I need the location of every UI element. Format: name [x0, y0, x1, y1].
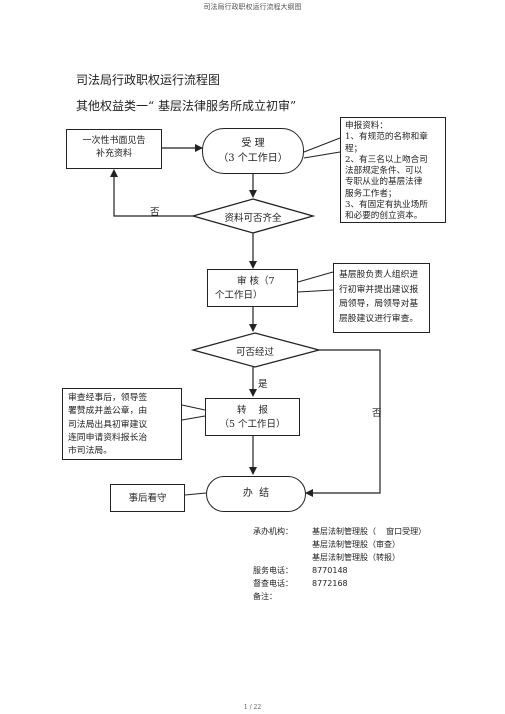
forward-days: （5 个工作日）	[219, 419, 286, 430]
review-days: 个工作日）	[215, 290, 263, 301]
page-title: 司法局行政职权运行流程图	[76, 73, 221, 87]
remark-label: 备注：	[253, 592, 277, 601]
materials-line: 1、有规范的名称和章	[345, 132, 428, 143]
review-note: 基层股负责人组织进 行初审并提出建议报 局领导，局领导对基 层股建议进行审查。	[333, 263, 430, 333]
report-note: 审查经事后，领导签 署赞成并盖公章，由 司法局出具初审建议 连同申请资料报长治 …	[62, 388, 182, 460]
report-note-line: 市司法局。	[68, 446, 112, 457]
no-label-complete: 否	[150, 207, 160, 218]
no-label-pass: 否	[372, 408, 382, 419]
review-note-line: 基层股负责人组织进	[339, 270, 419, 280]
dept-line-1: 基层法制管理股（ 窗口受理）	[312, 527, 427, 536]
dept-label: 承办机构：	[253, 527, 293, 536]
forward-label: 转 报	[236, 405, 269, 416]
supplement-line-2: 补充资料	[95, 149, 132, 159]
report-note-line: 司法局出具初审建议	[68, 419, 148, 430]
materials-line: 程；	[345, 143, 363, 154]
followup-label: 事后看守	[128, 493, 167, 504]
finish-node: 办 结	[206, 476, 306, 512]
report-note-line: 审查经事后，领导签	[68, 393, 148, 403]
dept-line-3: 基层法制管理股（转报）	[312, 553, 400, 562]
review-label: 审 核（7	[237, 276, 275, 287]
dept-line-2: 基层法制管理股（审查）	[312, 540, 400, 549]
materials-line: 法部规定条件、可以	[345, 166, 423, 177]
materials-line: 申报资料：	[345, 121, 388, 131]
review-note-line: 层股建议进行审查。	[339, 313, 419, 324]
accept-node: 受 理 （3 个工作日）	[202, 128, 304, 174]
finish-label: 办 结	[242, 488, 270, 499]
page-subtitle: 其他权益类一“ 基层法律服务所成立初审”	[76, 99, 297, 113]
materials-line: 服务工作者；	[345, 188, 397, 199]
page-number: 1 / 22	[243, 704, 262, 711]
info-block: 承办机构： 基层法制管理股（ 窗口受理） 基层法制管理股（审查） 基层法制管理股…	[253, 525, 426, 603]
decision-pass-label: 可否经过	[235, 347, 274, 358]
decision-complete-label: 资料可否齐全	[224, 213, 282, 224]
supervise-phone: 8772168	[312, 579, 348, 588]
report-note-line: 署赞成并盖公章，由	[68, 406, 148, 417]
page-header: 司法局行政职权运行流程大纲图	[203, 3, 302, 11]
forward-node: 转 报 （5 个工作日）	[205, 398, 300, 436]
materials-line: 专职从业的基层法律	[345, 177, 423, 188]
review-note-line: 行初审并提出建议报	[339, 284, 419, 295]
supervise-phone-label: 督查电话：	[253, 579, 293, 588]
required-materials-note: 申报资料： 1、有规范的名称和章 程； 2、有三名以上吻合司 法部规定条件、可以…	[340, 117, 446, 223]
yes-label: 是	[258, 379, 268, 390]
decision-diamond-complete	[190, 198, 316, 234]
review-note-line: 局领导，局领导对基	[339, 299, 419, 309]
accept-label: 受 理	[241, 138, 265, 149]
review-node: 审 核（7 个工作日）	[207, 269, 298, 307]
service-phone: 8770148	[312, 566, 348, 575]
supplement-box: 一次性书面见告 补充资料	[66, 129, 162, 169]
accept-days: （3 个工作日）	[218, 153, 288, 164]
followup-box: 事后看守	[110, 484, 185, 512]
materials-line: 3、有固定有执业场所	[345, 200, 428, 211]
supplement-line-1: 一次性书面见告	[82, 136, 146, 146]
materials-line: 2、有三名以上吻合司	[345, 154, 428, 165]
report-note-line: 连同申请资料报长治	[68, 432, 148, 443]
materials-line: 和必要的创立资本。	[345, 211, 423, 222]
service-phone-label: 服务电话：	[253, 566, 293, 575]
